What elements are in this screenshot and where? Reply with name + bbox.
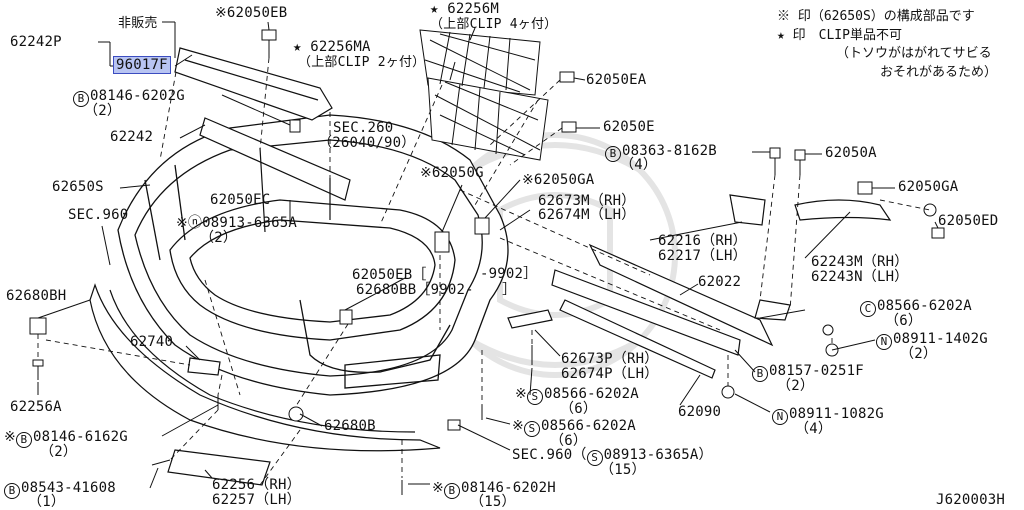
label-sec960[interactable]: SEC.960 — [68, 207, 129, 223]
dashed-assembly-lines — [37, 57, 931, 486]
label-62050A: 62050A — [825, 145, 877, 161]
qty-6b: （6） — [560, 401, 598, 417]
label-62257LH: 62257（LH） — [212, 492, 301, 508]
label-62650S: 62650S — [52, 179, 104, 195]
label-62674P: 62674P（LH） — [561, 366, 659, 382]
label-62256A: 62256A — [10, 399, 62, 415]
label-62242: 62242 — [110, 129, 154, 145]
qty-15a: （15） — [600, 462, 646, 478]
label-62050GA-right: 62050GA — [898, 179, 959, 195]
note-line3: （トソウがはがれてサビる — [836, 46, 992, 61]
note-line4: おそれがあるため） — [880, 65, 998, 80]
label-62050E: 62050E — [603, 119, 655, 135]
label-62050G: ※62050G — [420, 165, 484, 181]
note-line1: ※ 印（62650S）の構成部品です — [777, 9, 975, 24]
qty-1: （1） — [28, 494, 66, 510]
label-62243N: 62243N（LH） — [811, 269, 909, 285]
label-62680BH: 62680BH — [6, 288, 67, 304]
qty-4a: （4） — [620, 157, 658, 173]
qty-2a: （2） — [84, 103, 122, 119]
brackets — [167, 194, 892, 486]
screw-s-icon: S — [523, 421, 540, 437]
note-line2: ★ 印 CLIP単品不可 — [777, 28, 902, 43]
label-62680BB: 62680BB［9902- ］ — [356, 282, 517, 298]
upper-reinforcement — [174, 47, 351, 233]
label-62050EC: 62050EC — [210, 192, 271, 208]
label-62050EB-top: ※62050EB — [215, 5, 288, 21]
bolt-b-icon: B — [752, 366, 768, 382]
qty-15b: （15） — [470, 494, 516, 510]
bolt-b-icon: B — [4, 483, 20, 499]
label-62242P: 62242P — [10, 34, 62, 50]
qty-6a: （6） — [885, 313, 923, 329]
label-62216: 62216（RH） — [658, 233, 747, 249]
label-62090: 62090 — [678, 404, 722, 420]
label-62050EA: 62050EA — [586, 72, 647, 88]
label-hiban: 非販売 — [118, 16, 158, 31]
bolt-b-icon: B — [605, 146, 621, 162]
bolt-b-icon: B — [73, 91, 89, 107]
label-62050ED: 62050ED — [938, 213, 999, 229]
screw-s-icon: S — [526, 389, 543, 405]
label-62050EB-mid: 62050EB［ — [352, 267, 427, 283]
mesh-grilles — [419, 29, 549, 161]
nut-n-icon: N — [772, 409, 788, 425]
bolt-b-icon: B — [443, 483, 460, 499]
qty-2b: （2） — [200, 230, 238, 246]
label-62680B: 62680B — [324, 418, 376, 434]
label-62256MA: ★ 62256MA — [293, 39, 371, 55]
label-62256RH: 62256（RH） — [212, 477, 301, 493]
label-96017F[interactable]: 96017F — [113, 56, 171, 74]
nut-n-icon: N — [876, 334, 892, 350]
label-62673M: 62673M（RH） — [538, 193, 636, 209]
highlighted-part-number[interactable]: 96017F — [113, 56, 171, 74]
bumper-cover — [117, 114, 509, 396]
screw-s-icon: S — [586, 450, 603, 466]
label-62674M: 62674M（LH） — [538, 207, 636, 223]
label-62256M: ★ 62256M — [430, 1, 500, 17]
label-08913-6365A-top: ※ⓝ08913-6365A — [176, 215, 298, 231]
diagram-code: J620003H — [936, 492, 1006, 508]
qty-2c: （2） — [900, 346, 938, 362]
label-9902: -9902］ — [480, 266, 538, 282]
label-62740: 62740 — [130, 334, 174, 350]
label-62256M-sub: （上部CLIP 4ヶ付） — [430, 17, 558, 32]
lower-spoiler — [89, 283, 441, 452]
qty-2e: （2） — [40, 444, 78, 460]
label-62217: 62217（LH） — [658, 248, 747, 264]
label-62050GA-mid: ※62050GA — [522, 172, 595, 188]
bolt-b-icon: B — [15, 432, 32, 448]
label-62256MA-sub: （上部CLIP 2ヶ付） — [298, 55, 426, 70]
label-62673P: 62673P（RH） — [561, 351, 659, 367]
label-62022: 62022 — [698, 274, 742, 290]
qty-6c: （6） — [550, 433, 588, 449]
qty-2d: （2） — [777, 378, 815, 394]
label-62243M: 62243M（RH） — [811, 254, 909, 270]
label-sec260[interactable]: SEC.260 — [333, 120, 394, 136]
label-sec260-sub: （26040/90） — [318, 135, 416, 151]
clips-fasteners — [29, 29, 945, 495]
bumper-reinforcement — [551, 243, 791, 379]
qty-4b: （4） — [795, 421, 833, 437]
screw-c-icon: C — [860, 301, 876, 317]
